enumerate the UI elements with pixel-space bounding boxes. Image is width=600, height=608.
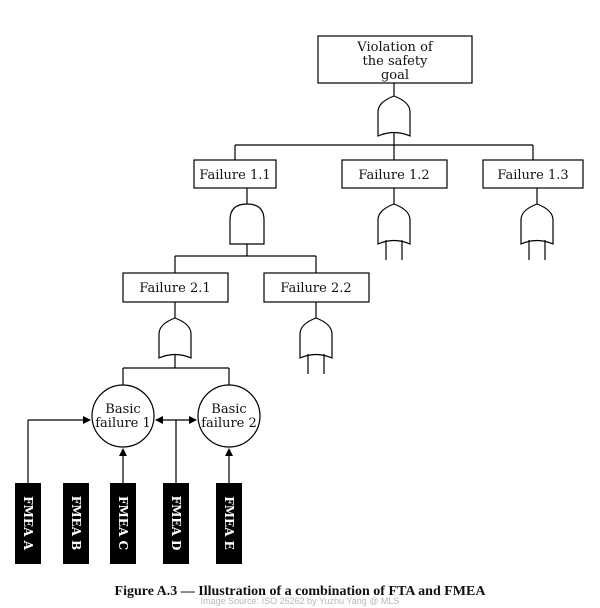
figure-caption: Figure A.3 — Illustration of a combinati… [114,584,486,599]
fmea-b-bar [63,483,89,564]
basic-failure-2-circle [197,384,261,448]
failure-1-3-label: Failure 1.3 [497,168,568,183]
failure-2-1-box [122,272,229,303]
top-event-line-3: goal [381,68,409,83]
failure-1-2-box [341,159,448,189]
failure-1-2-label: Failure 1.2 [358,168,429,183]
fmea-b-label: FMEA B [69,496,83,551]
or-gate-2-2 [299,317,333,359]
basic-failure-1-line-1: Basic [105,402,140,417]
top-event-line-2: the safety [363,54,429,69]
or-gate-2-1 [158,317,192,359]
fmea-d-bar [163,483,189,564]
failure-1-1-box [193,159,277,189]
basic-failure-2-line-1: Basic [211,402,246,417]
fmea-e-label: FMEA E [222,496,236,550]
and-gate-1-1 [229,203,265,245]
image-source-watermark: Image Source: ISO 26262 by Yuzhu Yang @ … [200,596,400,606]
failure-2-2-label: Failure 2.2 [280,281,351,296]
fmea-d-label: FMEA D [169,496,183,551]
top-event-line-1: Violation of [356,40,434,55]
or-gate-1-3 [520,203,554,245]
basic-failure-2-line-2: failure 2 [201,416,257,431]
or-gate-1-2 [377,203,411,245]
failure-1-1-label: Failure 1.1 [199,168,270,183]
top-event-box [317,35,473,84]
basic-failure-1-circle [91,384,155,448]
fmea-a-bar [15,483,41,564]
fmea-c-label: FMEA C [116,496,130,550]
fmea-c-bar [110,483,136,564]
failure-2-1-label: Failure 2.1 [139,281,210,296]
fmea-e-bar [216,483,242,564]
failure-2-2-box [263,272,370,303]
fmea-a-label: FMEA A [21,496,35,550]
failure-1-3-box [482,159,584,189]
or-gate-top [377,95,411,137]
basic-failure-1-line-2: failure 1 [95,416,151,431]
